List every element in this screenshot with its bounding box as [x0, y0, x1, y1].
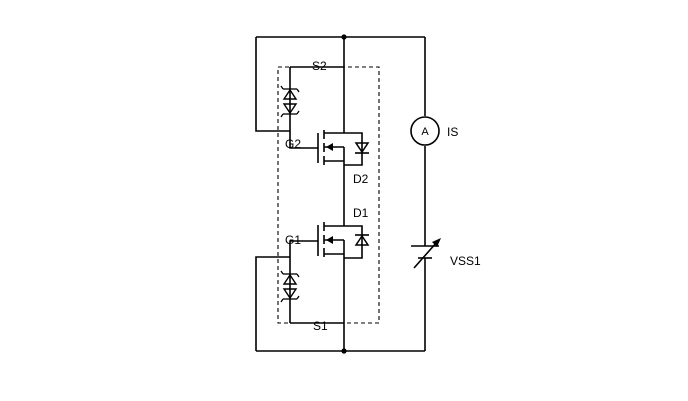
label-s2: S2: [312, 59, 327, 73]
upper-body-diode-icon: [354, 142, 370, 154]
label-s1: S1: [313, 319, 328, 333]
lower-body-diode-icon: [354, 234, 370, 246]
upper-mosfet-icon: [289, 67, 363, 166]
lower-mosfet-icon: [289, 222, 363, 323]
variable-dc-source-icon: [411, 238, 441, 271]
label-g2: G2: [285, 137, 301, 151]
label-vss1: VSS1: [450, 254, 481, 268]
ammeter-icon: A: [410, 116, 440, 146]
center-spine: [341, 34, 347, 354]
ammeter-letter: A: [421, 126, 429, 138]
lower-tvs-diode-icon: [280, 270, 300, 305]
label-g1: G1: [285, 233, 301, 247]
upper-tvs-diode-icon: [280, 85, 300, 118]
label-d2: D2: [353, 172, 369, 186]
outer-wiring: [255, 36, 426, 352]
label-is: IS: [447, 125, 458, 139]
label-d1: D1: [353, 206, 369, 220]
